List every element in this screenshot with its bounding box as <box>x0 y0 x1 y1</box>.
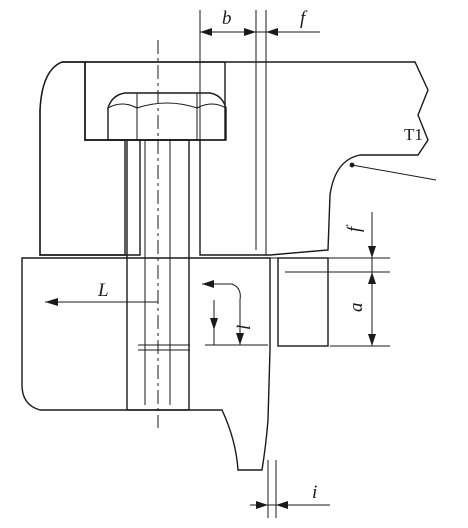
dimension-b: b <box>199 8 257 250</box>
side-block <box>277 257 329 347</box>
leader-T1: T1 <box>349 125 437 181</box>
counterbore-pocket <box>84 61 226 141</box>
lower-part <box>21 257 271 471</box>
label-l-inner: l <box>234 325 255 330</box>
label-f-side: f <box>344 224 365 232</box>
dimension-f-top: f <box>256 8 320 255</box>
dimension-f-a-side: f a <box>270 212 390 347</box>
label-b: b <box>222 8 232 29</box>
bolt-head <box>107 92 227 141</box>
label-i: i <box>312 482 317 503</box>
label-T1: T1 <box>404 125 423 144</box>
dimension-i: i <box>250 460 330 518</box>
upper-plate <box>39 61 429 256</box>
label-L: L <box>97 280 109 301</box>
label-f-top: f <box>300 8 308 29</box>
label-a: a <box>346 303 367 313</box>
dimension-L: L <box>45 280 158 306</box>
dimension-l-inner: l <box>202 280 268 346</box>
